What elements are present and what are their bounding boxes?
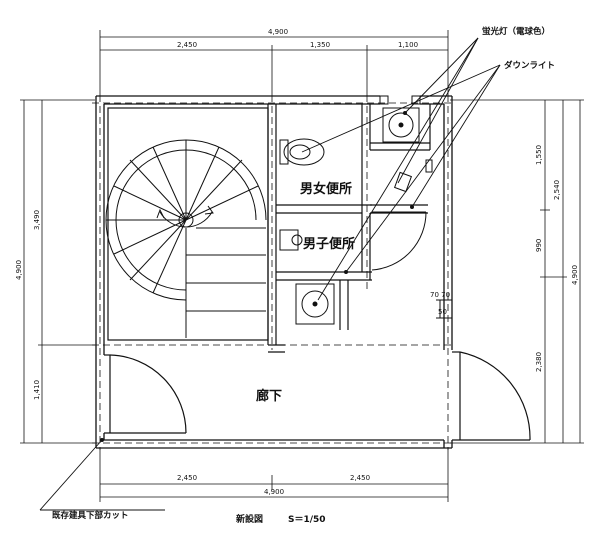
- right-door: [452, 351, 531, 441]
- leader-dot-4: [100, 438, 104, 442]
- dim-left-upper: 3,490: [33, 210, 41, 230]
- dim-door-small: 50: [438, 308, 447, 316]
- bottom-dimensions: [99, 448, 449, 502]
- kids-toilet-door: [371, 211, 427, 271]
- dim-bottom-seg-1: 2,450: [177, 474, 197, 482]
- dim-door-small-top: 70 70: [430, 291, 450, 299]
- room-label-unisex-toilet: 男女便所: [300, 181, 352, 197]
- dim-top-seg-2: 1,350: [310, 41, 330, 49]
- dim-top-total: 4,900: [268, 28, 288, 36]
- dim-top-seg-3: 1,100: [398, 41, 418, 49]
- kids-toilet-walls: [276, 213, 372, 330]
- door-stop-marks: [436, 299, 452, 319]
- top-dimensions: [99, 30, 449, 95]
- dim-bottom-seg-2: 2,450: [350, 474, 370, 482]
- dim-left-outer: 4,900: [15, 260, 23, 280]
- room-label-kids-toilet: 男子便所: [303, 236, 355, 252]
- downlight-fixture: [393, 171, 413, 193]
- spiral-staircase: [105, 139, 267, 338]
- dim-left-lower: 1,410: [33, 380, 41, 400]
- room-label-corridor: 廊下: [256, 388, 282, 404]
- leader-dot-2: [410, 205, 414, 209]
- wash-basin-2: [295, 283, 335, 325]
- leader-dot-1: [403, 111, 407, 115]
- note-downlight: ダウンライト: [504, 60, 555, 71]
- wash-basin-1: [382, 107, 420, 143]
- light-switch: [425, 159, 433, 173]
- leader-dot-3: [344, 270, 348, 274]
- right-dimensions: [450, 99, 584, 444]
- note-fluorescent: 蛍光灯（電球色）: [482, 26, 550, 37]
- left-dimensions: [20, 99, 95, 444]
- leader-lines: [39, 37, 501, 511]
- dim-right-seg-2: 990: [535, 239, 543, 252]
- left-door: [104, 354, 187, 434]
- caption-title: 新設図: [236, 513, 263, 525]
- dim-top-seg-1: 2,450: [177, 41, 197, 49]
- toilet-bowl: [279, 138, 325, 166]
- exterior-walls: [95, 95, 453, 449]
- dim-bottom-total: 4,900: [264, 488, 284, 496]
- unisex-toilet-walls: [276, 104, 431, 214]
- caption-scale: S＝1/50: [288, 515, 326, 525]
- dim-right-mid: 2,540: [553, 180, 561, 200]
- note-existing-cut: 既存建具下部カット: [52, 510, 129, 521]
- wall-fixture-1: [379, 95, 389, 105]
- stair-walls: [107, 104, 285, 353]
- dim-right-seg-1: 1,550: [535, 145, 543, 165]
- dim-right-outer: 4,900: [571, 265, 579, 285]
- dim-right-seg-3: 2,380: [535, 352, 543, 372]
- kids-urinal: [279, 229, 303, 251]
